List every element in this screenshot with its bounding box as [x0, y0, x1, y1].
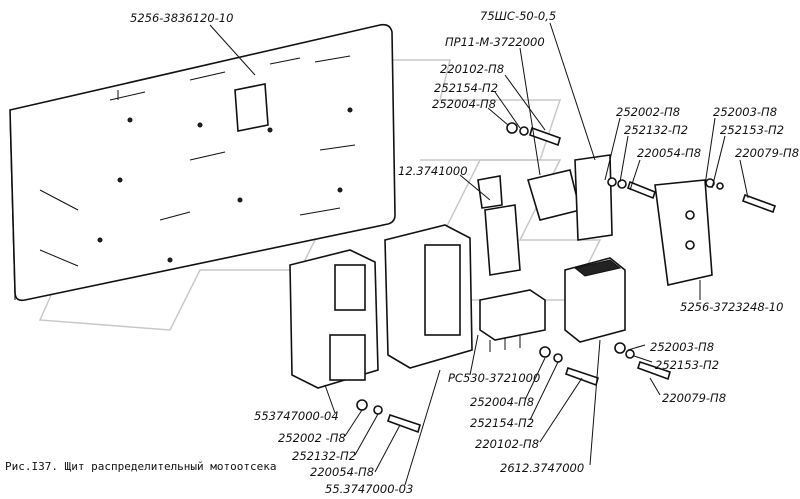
label-washer-m2: 252154-П2	[470, 416, 534, 430]
figure-caption: Рис.I37. Щит распределительный мотоотсек…	[5, 460, 277, 473]
label-washer-m1: 252004-П8	[470, 395, 534, 409]
fasteners	[356, 122, 777, 434]
label-block-middle: 55.3747000-03	[325, 482, 413, 496]
label-block-right: 2612.3747000	[500, 461, 584, 475]
label-relay-small: 12.3741000	[398, 164, 468, 178]
label-washer-l2: 252132-П2	[292, 449, 356, 463]
label-washer-r2: 252003-П8	[713, 105, 777, 119]
label-washer-top-a: 252154-П2	[434, 81, 498, 95]
label-panel: 5256-3836120-10	[130, 11, 233, 25]
relay-rs530	[479, 289, 546, 352]
relay-small	[477, 175, 521, 276]
label-shunt: 75ШС-50-0,5	[480, 9, 556, 23]
bracket	[654, 179, 713, 286]
fuse-block-left	[289, 249, 379, 389]
leader-lines	[209, 22, 749, 486]
relay-block-right	[564, 257, 626, 343]
label-screw-l1: 220054-П8	[310, 465, 374, 479]
label-screw-m1: 220102-П8	[475, 437, 539, 451]
fuse-block-middle	[384, 224, 473, 369]
label-washer-r4: 252153-П2	[720, 123, 784, 137]
label-block-left: 553747000-04	[254, 409, 339, 423]
label-screw-r2: 220079-П8	[735, 146, 799, 160]
label-screw-b1: 220079-П8	[662, 391, 726, 405]
label-washer-top-b: 252004-П8	[432, 97, 496, 111]
label-washer-r1: 252002-П8	[616, 105, 680, 119]
mounting-panel	[9, 23, 396, 302]
label-relay-rs: РС530-3721000	[448, 371, 540, 385]
switch-pr11	[526, 169, 581, 221]
label-switch: ПР11-М-3722000	[445, 35, 545, 49]
shunt	[574, 154, 613, 241]
label-washer-b1: 252003-П8	[650, 340, 714, 354]
label-washer-b2: 252153-П2	[655, 358, 719, 372]
label-screw-top: 220102-П8	[440, 62, 504, 76]
label-bracket: 5256-3723248-10	[680, 300, 783, 314]
label-washer-l1: 252002 -П8	[278, 431, 346, 445]
label-washer-r3: 252132-П2	[624, 123, 688, 137]
label-screw-r1: 220054-П8	[637, 146, 701, 160]
